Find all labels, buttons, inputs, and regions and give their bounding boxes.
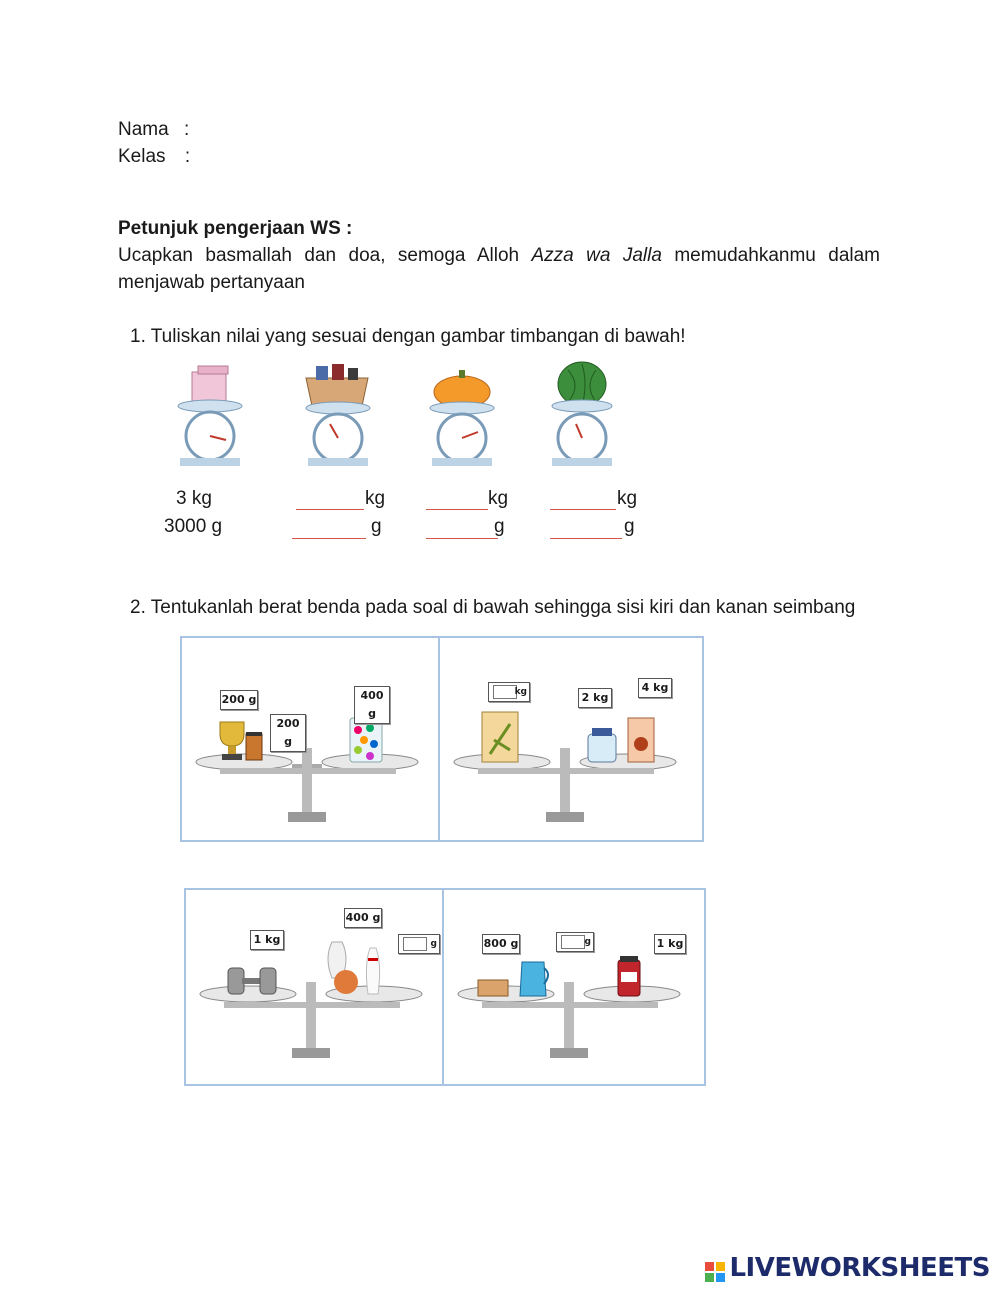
question1-text: 1. Tuliskan nilai yang sesuai dengan gam… (130, 326, 686, 347)
weight-tag: 4 kg (638, 678, 672, 698)
instructions-text-italic: Azza wa Jalla (531, 245, 662, 266)
nama-colon: : (183, 119, 190, 140)
logo-text: LIVEWORKSHEETS (729, 1253, 990, 1283)
weight-tag: g (556, 932, 594, 952)
panel-divider (442, 890, 444, 1084)
answer-g-2[interactable] (426, 538, 498, 539)
weight-tag: kg (488, 682, 530, 702)
instructions-title: Petunjuk pengerjaan WS : (118, 218, 353, 239)
answer-kg-3[interactable] (550, 509, 616, 510)
scale-gift-box (177, 365, 243, 466)
weight-tag: 1 kg (654, 934, 686, 954)
scale-grocery-box (305, 364, 371, 466)
gift-box-icon (191, 371, 227, 405)
pitcher-icon (519, 961, 549, 997)
kelas-colon: : (184, 146, 191, 167)
answer-kg-2[interactable] (426, 509, 488, 510)
example-g: 3000 g (164, 516, 223, 537)
answer-box[interactable] (493, 685, 517, 699)
unit-kg-2: kg (488, 488, 509, 509)
liveworksheets-logo: LIVEWORKSHEETS (705, 1253, 990, 1283)
weight-tag: 1 kg (250, 930, 284, 950)
unit-g-1: g (371, 516, 382, 537)
answer-box[interactable] (561, 935, 585, 949)
milk-jar-icon (587, 728, 617, 763)
example-kg: 3 kg (176, 488, 212, 509)
kelas-row: Kelas : (118, 146, 190, 168)
nama-row: Nama : (118, 119, 189, 141)
dumbbell-icon (227, 967, 277, 995)
unit-kg-3: kg (617, 488, 638, 509)
cereal-box-icon (481, 711, 519, 763)
jam-jar-icon (617, 956, 641, 997)
bread-icon (477, 979, 509, 997)
instructions-text-before: Ucapkan basmallah dan doa, semoga Alloh (118, 245, 532, 266)
logo-mark-icon (705, 1259, 726, 1282)
bowling-set-icon (327, 941, 381, 995)
unit-g-3: g (624, 516, 635, 537)
watermelon-icon (557, 361, 607, 407)
question2-text: 2. Tentukanlah berat benda pada soal di … (130, 597, 856, 618)
kitchen-scales-illustration (177, 361, 613, 466)
candy-jar-icon (349, 717, 383, 763)
instructions-line1: Ucapkan basmallah dan doa, semoga Alloh … (118, 245, 880, 267)
answer-box[interactable] (403, 937, 427, 951)
instructions-text-after: memudahkanmu dalam (661, 245, 880, 266)
weight-tag: 400 g (354, 686, 390, 724)
nama-label: Nama (118, 119, 169, 140)
balance-panel-bottom: 1 kg 400 g g 800 g g 1 kg (184, 888, 706, 1086)
balance-panel-top: 200 g 200 g 400 g kg 2 kg 4 kg (180, 636, 704, 842)
weight-tag: 800 g (482, 934, 520, 954)
answer-g-3[interactable] (550, 538, 622, 539)
weight-tag: g (398, 934, 440, 954)
weight-tag: 200 g (220, 690, 258, 710)
weight-tag: 400 g (344, 908, 382, 928)
kelas-label: Kelas (118, 146, 166, 167)
weight-tag: 200 g (270, 714, 306, 752)
flour-bag-icon (627, 717, 655, 763)
answer-g-1[interactable] (292, 538, 366, 539)
scale-pumpkin (429, 370, 495, 466)
unit-kg-1: kg (365, 488, 386, 509)
panel-divider (438, 638, 440, 840)
trophy-icon (219, 721, 245, 760)
instructions-line2: menjawab pertanyaan (118, 272, 305, 293)
unit-g-2: g (494, 516, 505, 537)
jar-icon (245, 732, 263, 761)
answer-kg-1[interactable] (296, 509, 364, 510)
scale-watermelon (551, 361, 613, 466)
weight-tag: 2 kg (578, 688, 612, 708)
